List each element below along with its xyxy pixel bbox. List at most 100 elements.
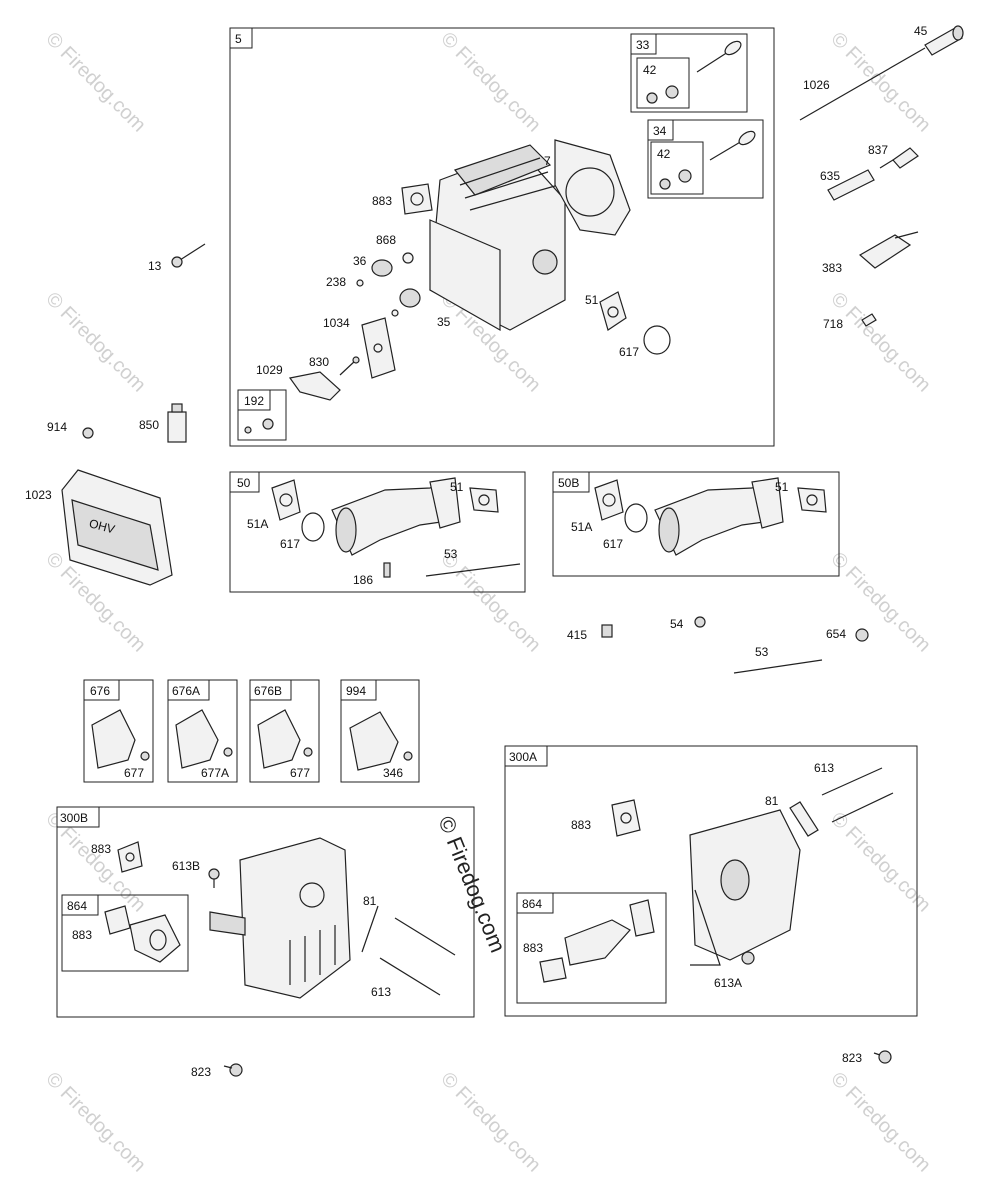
left-column-parts: OHV 13 914 850 1023 [25, 243, 206, 586]
gasket-51-icon [797, 487, 827, 513]
valve-spring-icon [371, 259, 421, 308]
part-label: 883 [72, 928, 92, 942]
part-label: 830 [309, 355, 329, 369]
pin-635-icon [827, 169, 875, 201]
group-300a-tab [504, 745, 548, 767]
part-label: 81 [765, 794, 779, 808]
bolt-13-icon [171, 243, 206, 268]
valve-keeper-icon [646, 85, 679, 104]
group-864a-label: 864 [67, 899, 87, 913]
part-label: 54 [670, 617, 684, 631]
group-676a-label: 676A [172, 684, 200, 698]
heat-shield-icon [257, 709, 313, 769]
part-label: 823 [191, 1065, 211, 1079]
group-300b-frame [56, 806, 475, 1018]
gasket-51a-icon [594, 479, 624, 521]
group-5-cylinder-head: 5 33 42 34 42 [229, 27, 775, 447]
pushrod-icon [799, 47, 926, 121]
intake-valve-icon [696, 40, 742, 73]
part-label: 617 [280, 537, 300, 551]
o-ring-icon [624, 503, 648, 533]
valve-cover-icon: OHV [61, 469, 173, 586]
fitting-186-icon [383, 562, 391, 578]
part-label: 7 [544, 154, 551, 168]
sealant-tube-icon [167, 403, 187, 443]
group-864a-tab [61, 894, 99, 916]
group-50b-label: 50B [558, 476, 579, 490]
group-192-label: 192 [244, 394, 264, 408]
watermark-text: © Firedog.com [826, 288, 935, 397]
group-34-frame [647, 119, 764, 199]
part-label: 415 [567, 628, 587, 642]
group-300b-tab [56, 806, 100, 828]
part-label: 45 [914, 24, 928, 38]
group-676-tab [83, 679, 120, 701]
part-label: 35 [437, 315, 451, 329]
valve-keeper-icon [659, 169, 692, 190]
group-676b-label: 676B [254, 684, 282, 698]
part-label: 850 [139, 418, 159, 432]
group-676b: 676B 677 [249, 679, 320, 783]
group-300b-label: 300B [60, 811, 88, 825]
head-gasket-icon [554, 139, 631, 236]
watermark-text: © Firedog.com [826, 1068, 935, 1177]
nut-654-icon [855, 628, 869, 642]
part-label: 635 [820, 169, 840, 183]
part-label: 868 [376, 233, 396, 247]
group-50-frame [229, 471, 526, 593]
group-5-frame [229, 27, 775, 447]
part-label: 613B [172, 859, 200, 873]
watermark-text: © Firedog.com [436, 1068, 545, 1177]
group-676-label: 676 [90, 684, 110, 698]
screw-613b-icon [208, 868, 220, 888]
part-label: 883 [91, 842, 111, 856]
bottom-parts: 823 823 [191, 1050, 892, 1079]
group-300a-label: 300A [509, 750, 537, 764]
intake-manifold-icon [331, 477, 461, 556]
part-label: 617 [619, 345, 639, 359]
right-column-parts: 45 1026 837 635 383 718 [799, 24, 964, 331]
part-label: 51A [571, 520, 592, 534]
heat-shield-icon [175, 709, 233, 769]
muffler-icon [689, 809, 801, 966]
pin-718-icon [861, 313, 877, 327]
stud-53-icon [733, 659, 823, 674]
part-label: 613 [814, 761, 834, 775]
part-label: 837 [868, 143, 888, 157]
part-label: 883 [372, 194, 392, 208]
group-50-intake: 50 51A 617 51 53 186 [229, 471, 526, 593]
screw-192-icon [244, 418, 274, 434]
watermark-center-text: © Firedog.com [433, 813, 510, 956]
rocker-shaft-icon [924, 25, 964, 56]
breather-gasket-icon [288, 371, 341, 401]
o-ring-icon [301, 512, 325, 542]
part-label: 823 [842, 1051, 862, 1065]
group-50b-intake: 50B 51A 617 51 [552, 471, 840, 577]
group-42b-label: 42 [657, 147, 671, 161]
breather-cover-icon [361, 317, 396, 379]
watermark-text: © Firedog.com [41, 1068, 150, 1177]
part-label: 383 [822, 261, 842, 275]
group-33-tab [630, 33, 657, 55]
group-676a: 676A 677A [167, 679, 238, 783]
gasket-51-icon [469, 487, 499, 513]
bracket-81-icon [789, 801, 819, 837]
o-ring-617-icon [643, 325, 671, 355]
part-label: 1026 [803, 78, 830, 92]
watermark-text: © Firedog.com [826, 28, 935, 137]
gasket-883-icon [117, 841, 143, 873]
group-42-frame [636, 57, 690, 109]
group-676a-tab [167, 679, 210, 701]
svg-text:OHV: OHV [88, 516, 117, 536]
group-192-tab [237, 389, 271, 411]
group-5-label: 5 [235, 32, 242, 46]
part-label: 186 [353, 573, 373, 587]
group-50-tab [229, 471, 260, 493]
spark-arrestor-icon [349, 711, 413, 771]
group-42b-frame [650, 141, 704, 195]
part-label: 677 [290, 766, 310, 780]
plug-415-icon [601, 624, 613, 638]
group-50-label: 50 [237, 476, 251, 490]
watermark-text: © Firedog.com [826, 808, 935, 917]
part-label: 36 [353, 254, 367, 268]
